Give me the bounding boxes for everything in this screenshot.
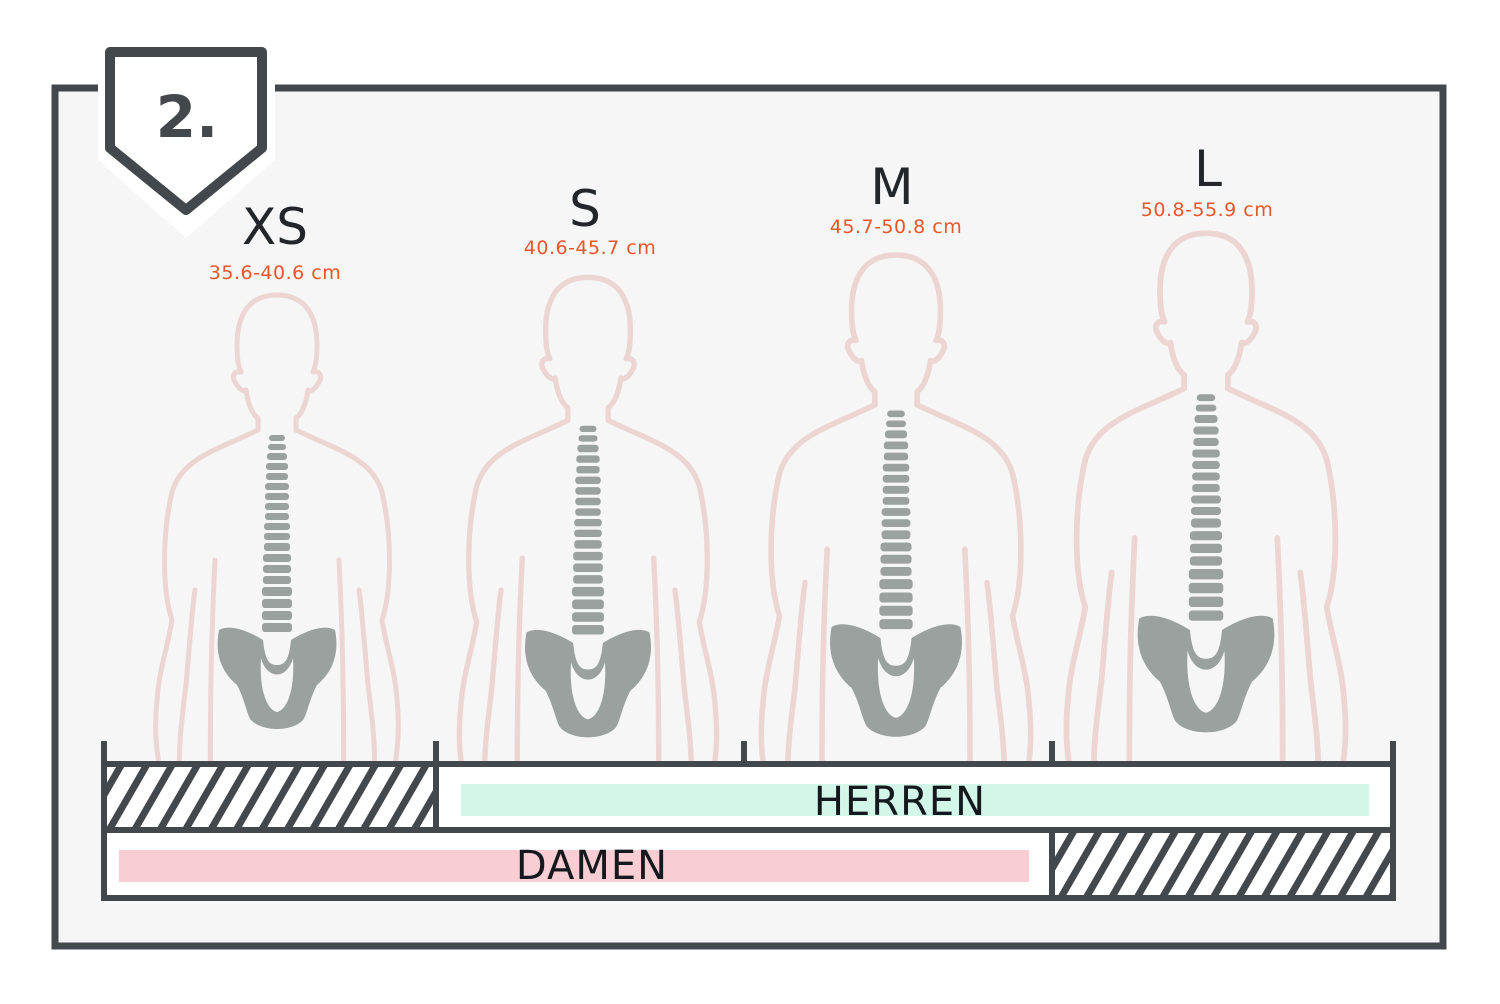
herren-bar — [461, 784, 1369, 816]
size-scale — [101, 741, 1396, 765]
size-label-m: M — [870, 158, 914, 216]
damen-label: DAMEN — [515, 843, 669, 889]
step-badge — [98, 40, 275, 238]
size-range-l: 50.8-55.9 cm — [1140, 199, 1274, 221]
herren-hatched-region — [101, 761, 439, 833]
herren-row — [101, 761, 1396, 833]
size-range-m: 45.7-50.8 cm — [829, 216, 963, 238]
size-range-xs: 35.6-40.6 cm — [208, 262, 342, 284]
damen-bar — [119, 850, 1029, 882]
size-label-xs: XS — [242, 198, 308, 256]
herren-label: HERREN — [813, 779, 987, 825]
size-label-s: S — [569, 180, 601, 238]
damen-row — [101, 827, 1396, 901]
size-range-s: 40.6-45.7 cm — [523, 237, 657, 259]
step-number: 2. — [155, 83, 219, 151]
size-label-l: L — [1194, 140, 1222, 198]
damen-hatched-region — [1049, 827, 1396, 901]
